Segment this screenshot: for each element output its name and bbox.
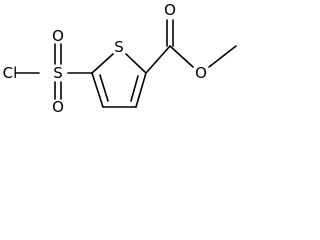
bond-c3-c2-inner [130, 75, 139, 102]
bond-o-ester-methyl [208, 45, 237, 68]
atom-label-chlorine: Cl [3, 64, 18, 82]
bond-c3-c2 [135, 72, 147, 108]
molecule-structure: Cl S O O S O O [3, 1, 237, 116]
atom-label-ring-sulfur: S [114, 38, 124, 56]
bond-carbonyl-o-ester [169, 45, 194, 68]
atom-label-sulfonyl-oxygen-top: O [52, 27, 64, 45]
bond-c5-c4 [91, 72, 104, 108]
atom-label-carbonyl-oxygen: O [164, 1, 176, 19]
atom-label-ester-oxygen: O [195, 64, 207, 82]
bond-c5-c4-inner [99, 74, 109, 102]
bond-c5-s1 [91, 53, 114, 74]
atom-label-sulfonyl-sulfur: S [53, 64, 63, 82]
bond-c2-carbonyl [145, 45, 171, 74]
atom-label-sulfonyl-oxygen-bottom: O [52, 98, 64, 116]
bond-s1-c2 [125, 53, 147, 74]
